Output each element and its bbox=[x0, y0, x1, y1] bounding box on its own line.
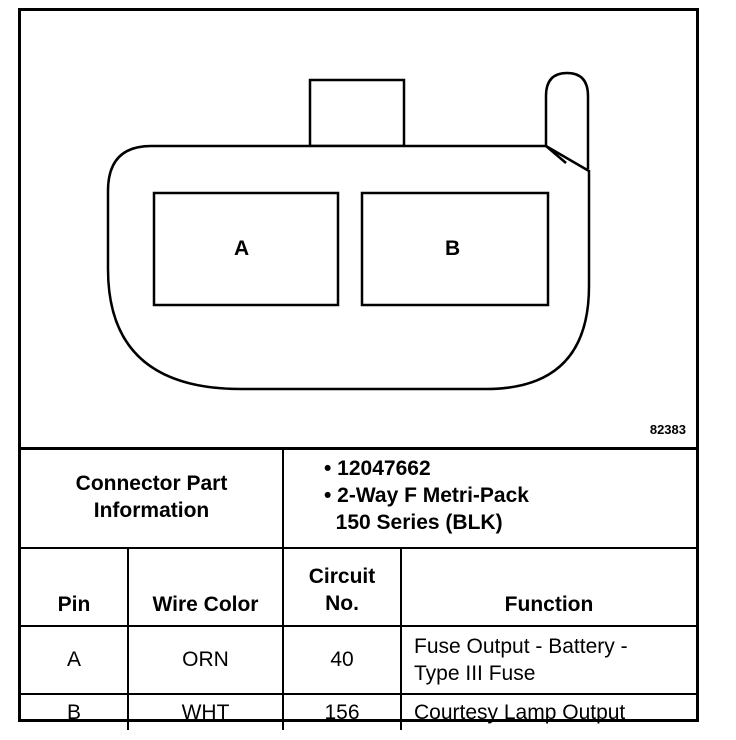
connector-sheet: A B 82383 Connector Part Information • 1… bbox=[18, 8, 699, 730]
connector-type: • 2-Way F Metri-Pack bbox=[324, 484, 529, 507]
part-number: • 12047662 bbox=[324, 457, 431, 480]
connector-drawing bbox=[106, 71, 591, 391]
table-row: A ORN 40 Fuse Output - Battery - Type II… bbox=[21, 625, 696, 695]
header-pin: Pin bbox=[21, 547, 129, 627]
cell-wire-color: ORN bbox=[127, 625, 284, 695]
cell-pin: B bbox=[21, 693, 129, 730]
figure-id: 82383 bbox=[649, 422, 686, 437]
connector-info-label: Connector Part Information bbox=[21, 447, 284, 549]
header-function: Function bbox=[400, 547, 696, 627]
connector-key bbox=[544, 71, 590, 169]
connector-info-list: • 12047662 • 2-Way F Metri-Pack 150 Seri… bbox=[282, 447, 696, 549]
table-row: B WHT 156 Courtesy Lamp Output bbox=[21, 693, 696, 730]
cell-wire-color: WHT bbox=[127, 693, 284, 730]
cell-circuit: 40 bbox=[282, 625, 402, 695]
cavity-a-label: A bbox=[234, 237, 250, 260]
table-header-row: Pin Wire Color Circuit No. Function bbox=[21, 547, 696, 627]
cell-function: Fuse Output - Battery - Type III Fuse bbox=[400, 625, 696, 695]
cavity-b-label: B bbox=[445, 237, 461, 260]
cell-circuit: 156 bbox=[282, 693, 402, 730]
pinout-table: Connector Part Information • 12047662 • … bbox=[21, 447, 696, 730]
connector-diagram: A B 82383 bbox=[21, 11, 696, 450]
cell-function: Courtesy Lamp Output bbox=[400, 693, 696, 730]
cavity-b bbox=[360, 191, 550, 307]
connector-latch-tab bbox=[308, 78, 406, 148]
connector-info-row: Connector Part Information • 12047662 • … bbox=[21, 447, 696, 549]
header-wire-color: Wire Color bbox=[127, 547, 284, 627]
connector-series: 150 Series (BLK) bbox=[324, 511, 503, 534]
cavity-a bbox=[152, 191, 340, 307]
cell-pin: A bbox=[21, 625, 129, 695]
header-circuit: Circuit No. bbox=[282, 547, 402, 627]
